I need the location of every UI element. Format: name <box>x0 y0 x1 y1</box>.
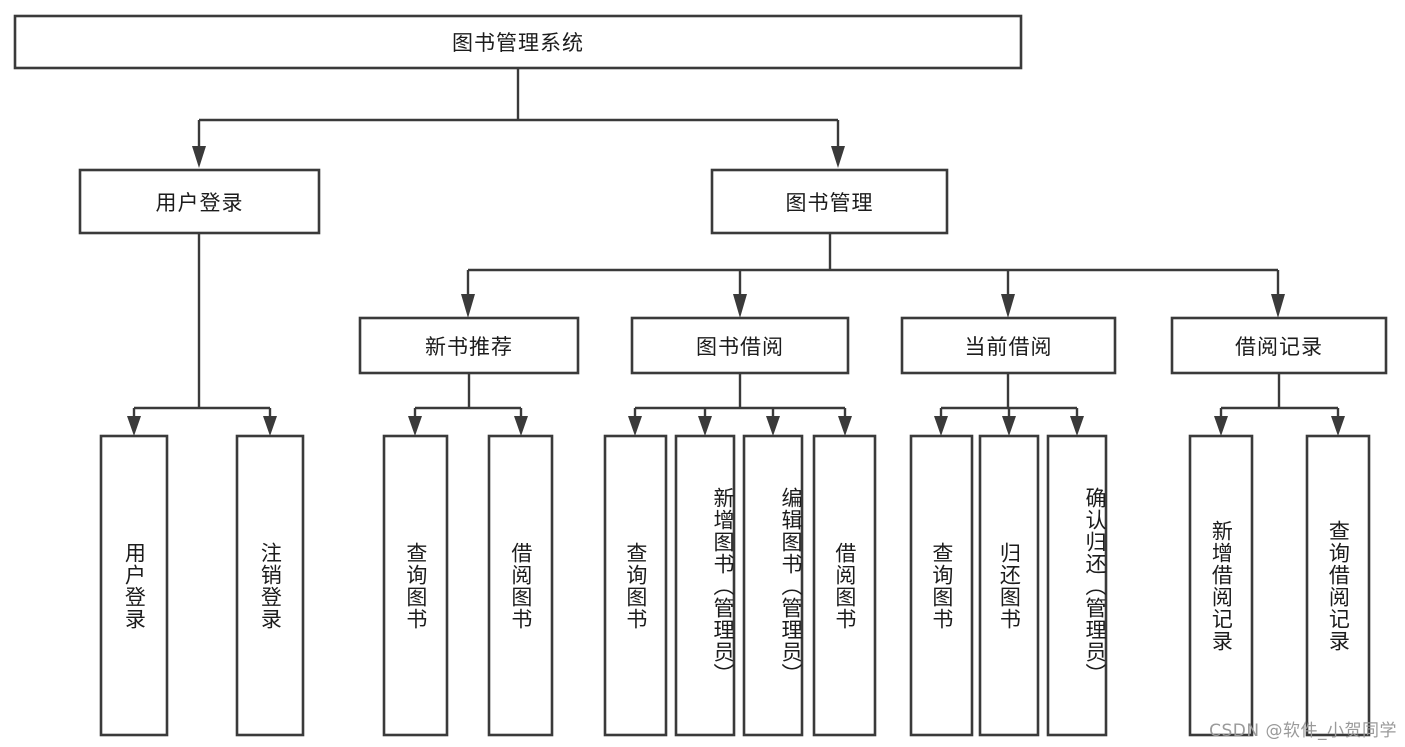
node-box-leaf-user-login[interactable] <box>99 434 169 737</box>
arrow-borrow-child-1 <box>628 416 642 436</box>
node-box-leaf-query-book-3[interactable] <box>909 434 974 737</box>
node-box-book-borrow[interactable] <box>630 316 850 375</box>
node-box-root[interactable] <box>13 14 1023 70</box>
arrow-book-mgmt-child-4 <box>1271 294 1285 318</box>
node-box-leaf-query-borrow-record[interactable] <box>1305 434 1371 737</box>
node-box-leaf-borrow-book-1[interactable] <box>487 434 554 737</box>
node-box-borrow-record[interactable] <box>1170 316 1388 375</box>
arrow-book-mgmt-child-3 <box>1001 294 1015 318</box>
node-box-leaf-return-book[interactable] <box>978 434 1040 737</box>
arrow-borrow-child-3 <box>766 416 780 436</box>
node-box-book-management[interactable] <box>710 168 949 235</box>
node-box-leaf-query-book-2[interactable] <box>603 434 668 737</box>
arrow-root-to-user-login <box>192 146 206 168</box>
node-box-user-login[interactable] <box>78 168 321 235</box>
arrow-recommend-child-2 <box>514 416 528 436</box>
node-box-current-borrow[interactable] <box>900 316 1117 375</box>
arrow-book-mgmt-child-1 <box>461 294 475 318</box>
node-box-leaf-logout[interactable] <box>235 434 305 737</box>
arrow-current-child-1 <box>934 416 948 436</box>
arrow-record-child-2 <box>1331 416 1345 436</box>
arrow-user-login-child-1 <box>127 416 141 436</box>
arrow-current-child-3 <box>1070 416 1084 436</box>
node-box-leaf-edit-book-admin[interactable] <box>742 434 804 737</box>
node-box-leaf-query-book-1[interactable] <box>382 434 449 737</box>
arrow-book-mgmt-child-2 <box>733 294 747 318</box>
node-box-leaf-add-borrow-record[interactable] <box>1188 434 1254 737</box>
node-box-leaf-add-book-admin[interactable] <box>674 434 736 737</box>
node-box-new-book-recommend[interactable] <box>358 316 580 375</box>
arrow-current-child-2 <box>1002 416 1016 436</box>
arrow-user-login-child-2 <box>263 416 277 436</box>
arrow-record-child-1 <box>1214 416 1228 436</box>
arrow-recommend-child-1 <box>408 416 422 436</box>
node-box-leaf-confirm-return-admin[interactable] <box>1046 434 1108 737</box>
arrow-borrow-child-2 <box>698 416 712 436</box>
arrow-root-to-book-mgmt <box>831 146 845 168</box>
node-box-leaf-borrow-book-2[interactable] <box>812 434 877 737</box>
arrow-borrow-child-4 <box>838 416 852 436</box>
